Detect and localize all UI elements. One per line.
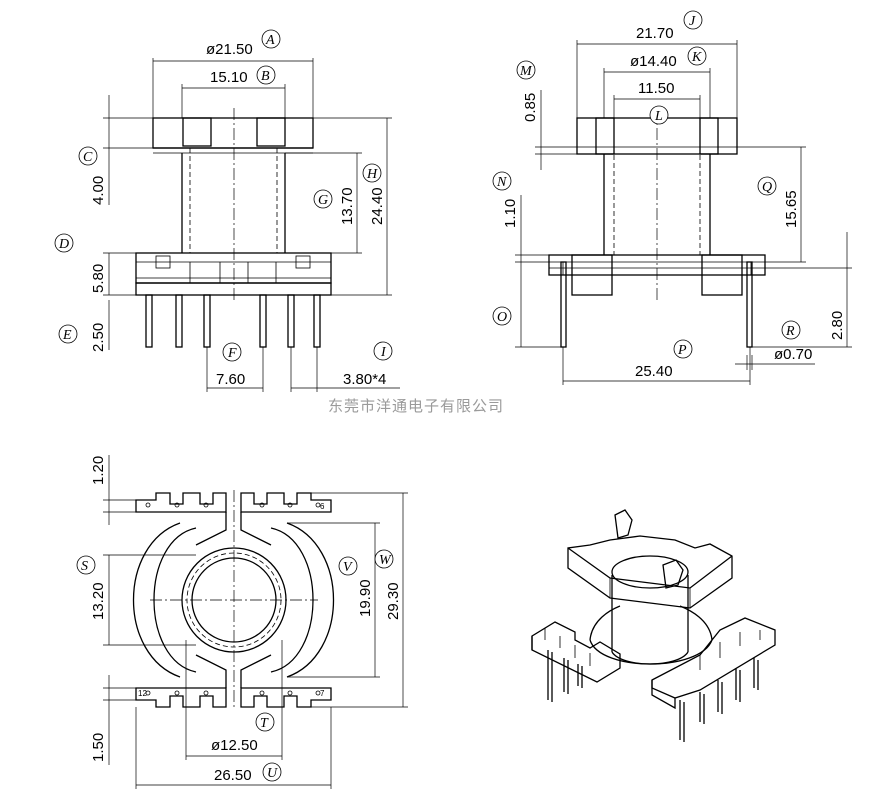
label-F: F [227, 346, 237, 361]
dim-E-value: 2.50 [90, 323, 107, 352]
dim-L-value: 11.50 [638, 80, 674, 97]
dim-P-value: 25.40 [635, 363, 673, 380]
front-pins [145, 294, 321, 348]
dim-I-value: 3.80*4 [343, 371, 386, 388]
dim-U-value: 26.50 [214, 767, 252, 784]
dim-V-value: 19.90 [357, 579, 374, 617]
dim-B-value: 15.10 [210, 69, 248, 86]
dim-bottom-top-value: 1.20 [90, 456, 107, 485]
dim-A-value: ø21.50 [206, 41, 253, 58]
label-K: K [691, 50, 702, 65]
dim-D-value: 5.80 [90, 264, 107, 293]
dim-C-value: 4.00 [90, 176, 107, 205]
label-O: O [497, 310, 507, 325]
dim-M-value: 0.85 [522, 93, 539, 122]
label-A: A [265, 33, 275, 48]
label-R: R [785, 324, 795, 339]
dim-W-value: 29.30 [385, 582, 402, 620]
label-V: V [343, 560, 353, 575]
label-M: M [519, 64, 533, 79]
dim-Q-value: 15.65 [783, 190, 800, 228]
label-J: J [689, 14, 696, 29]
front-view: ø21.50 A 15.10 B 4.00 C 5.80 D 2.50 E 7. [54, 29, 400, 392]
dim-T-value: ø12.50 [211, 737, 258, 754]
label-C: C [83, 150, 93, 165]
company-watermark: 东莞市洋通电子有限公司 [328, 397, 504, 415]
label-E: E [62, 328, 72, 343]
bottom-view: 6 7 12 1.20 13.20 S 1.50 [76, 455, 408, 789]
label-U: U [267, 766, 278, 781]
side-view: 21.70 J ø14.40 K 11.50 L 0.85 M 1.10 N [492, 10, 852, 385]
dim-K-value: ø14.40 [630, 53, 677, 70]
label-W: W [379, 553, 392, 568]
dim-N-value: 1.10 [502, 199, 519, 228]
dim-S-value: 13.20 [90, 582, 107, 620]
pin-number-12: 12 [138, 689, 147, 698]
label-L: L [654, 109, 663, 124]
label-P: P [677, 343, 687, 358]
dim-H-value: 24.40 [369, 187, 386, 225]
label-S: S [81, 559, 88, 574]
label-T: T [260, 716, 269, 731]
dim-bottom-low-value: 1.50 [90, 733, 107, 762]
dim-R-value: ø0.70 [774, 346, 812, 363]
label-Q: Q [762, 180, 772, 195]
label-I: I [380, 345, 387, 360]
dim-J-value: 21.70 [636, 25, 674, 42]
label-G: G [318, 193, 328, 208]
dim-G-value: 13.70 [339, 187, 356, 225]
pin-number-6: 6 [320, 502, 325, 511]
label-N: N [496, 175, 507, 190]
dim-R2-value: 2.80 [829, 311, 846, 340]
isometric-view [531, 509, 776, 742]
dim-F-value: 7.60 [216, 371, 245, 388]
label-H: H [366, 167, 378, 182]
label-D: D [58, 237, 69, 252]
label-B: B [261, 69, 270, 84]
pin-number-7: 7 [320, 689, 325, 698]
